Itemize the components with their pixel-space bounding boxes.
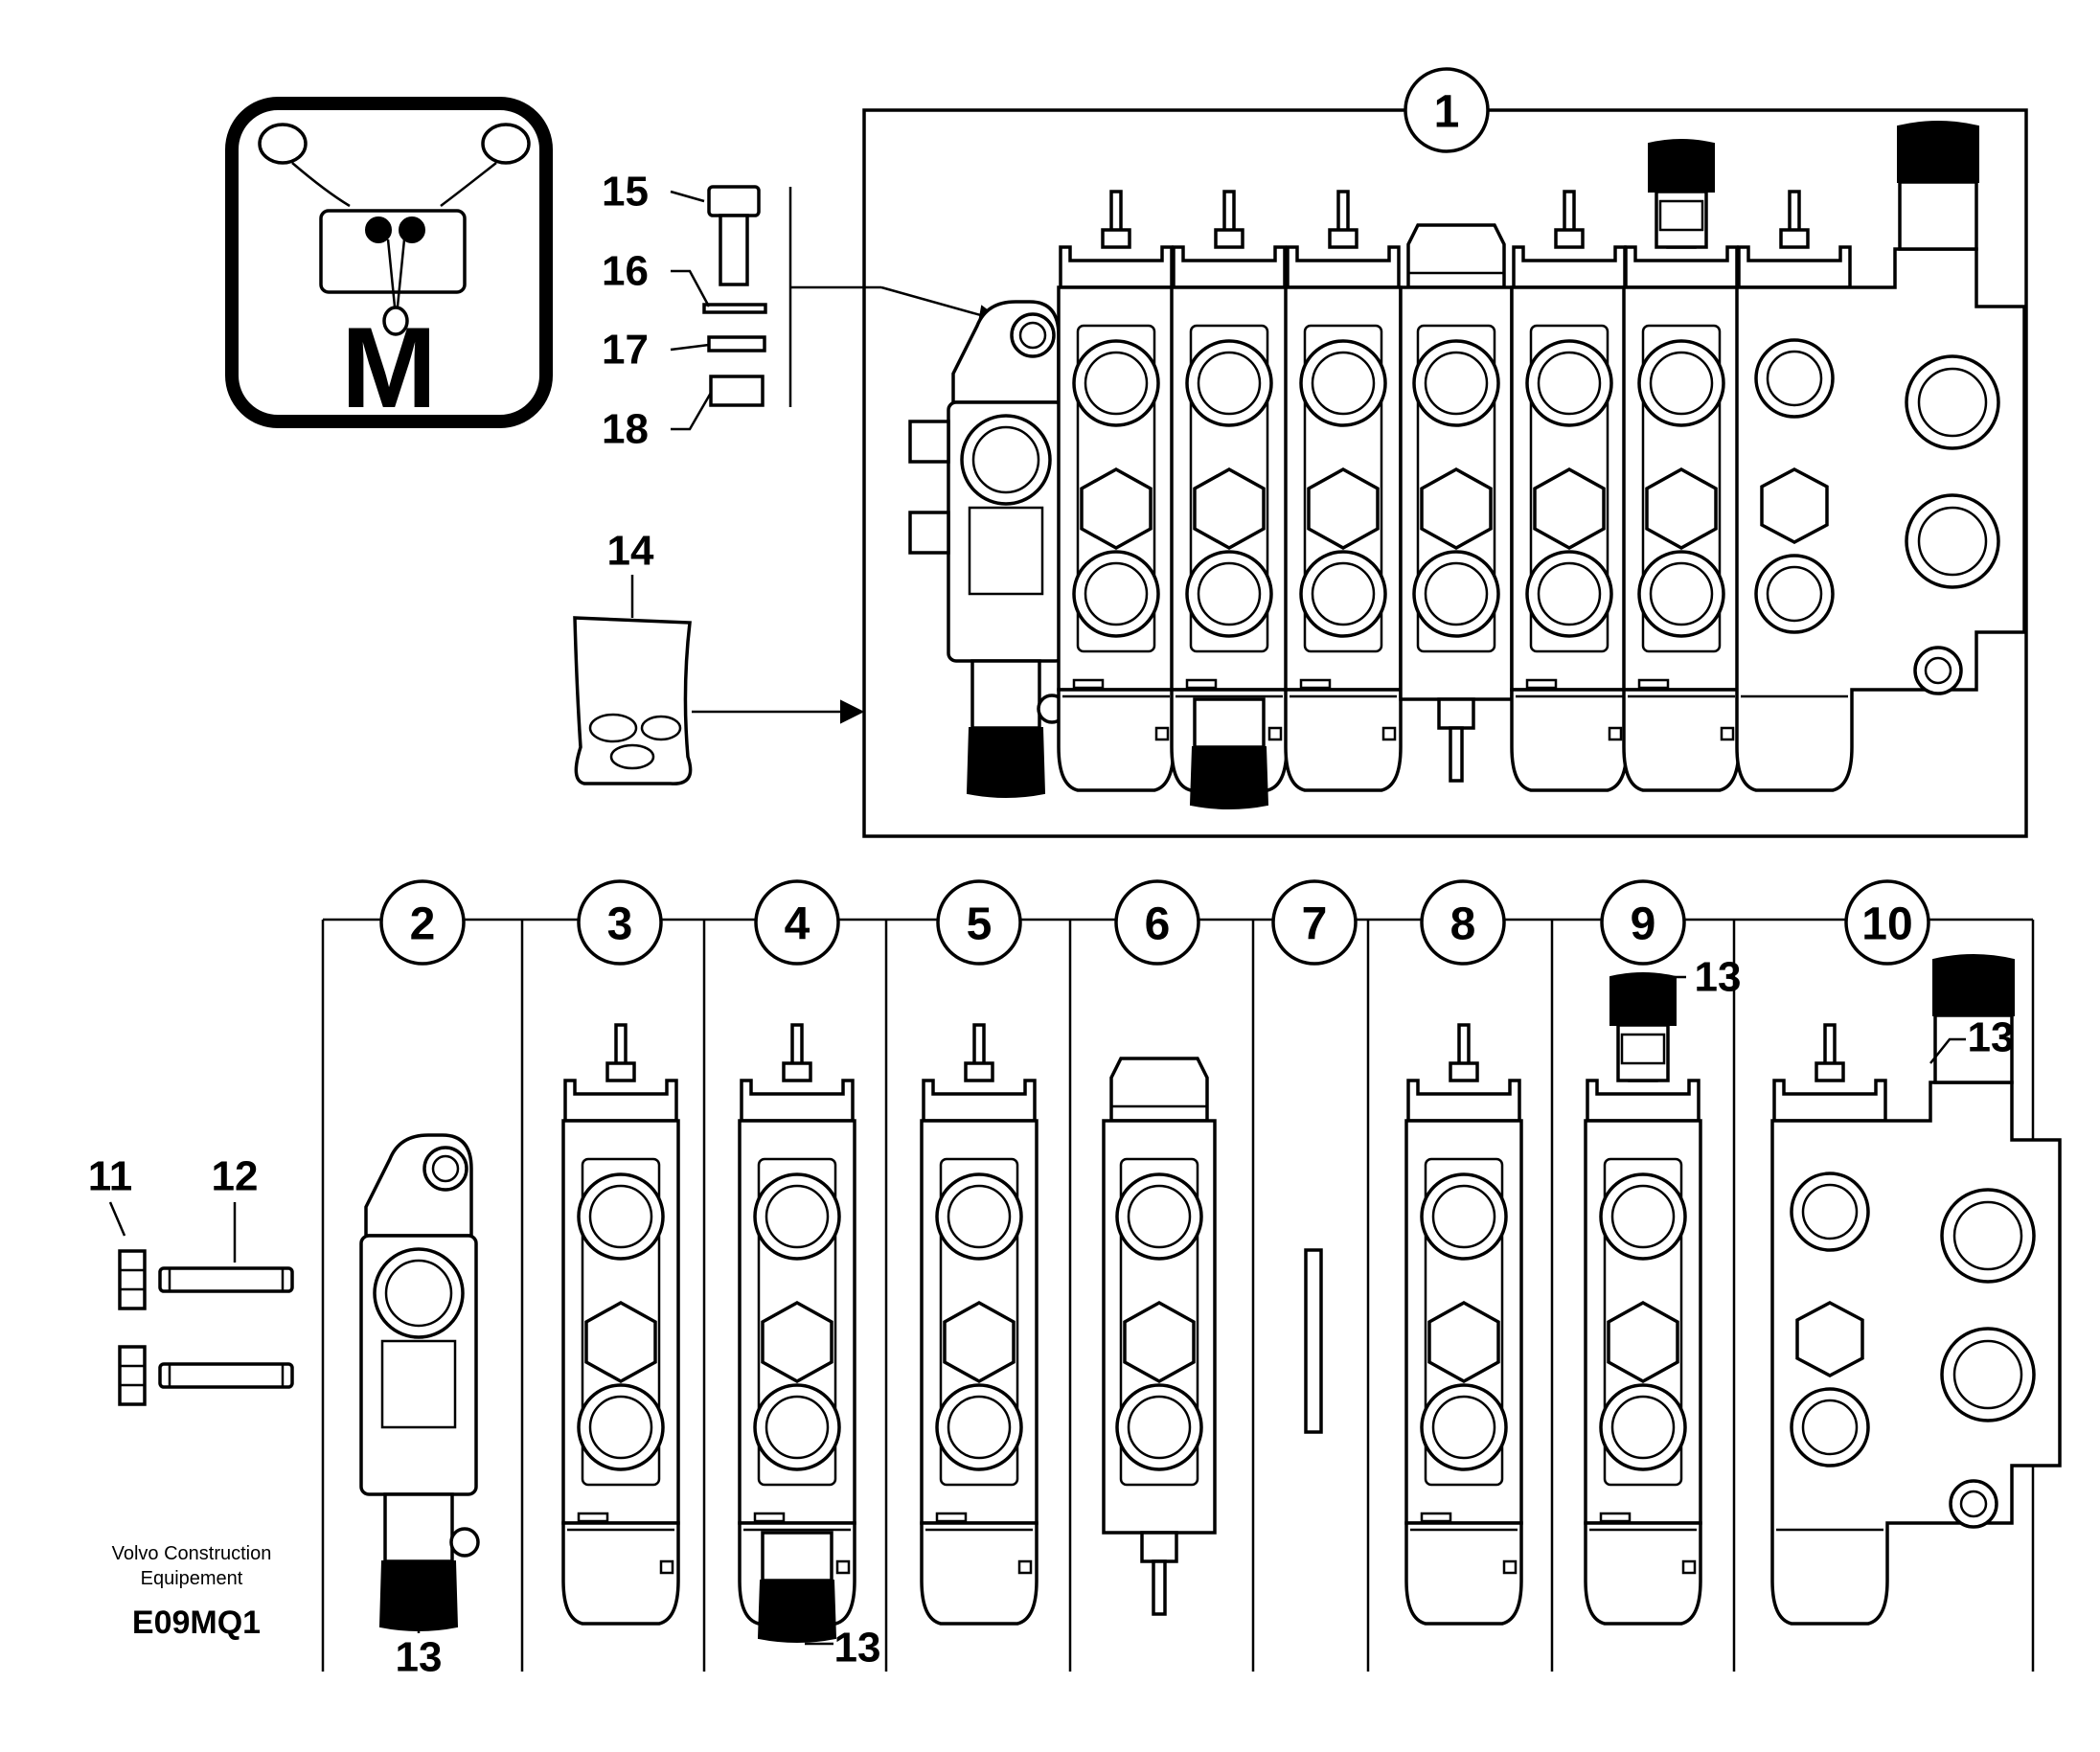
joystick-controls-icon — [258, 123, 531, 336]
callout-label-9: 9 — [1631, 899, 1656, 950]
ref-label-16: 16 — [602, 248, 649, 295]
tie-rod-group: 11 12 — [88, 1153, 294, 1406]
inlet-fittings — [908, 420, 950, 555]
callout-bubble-6 — [1114, 879, 1200, 966]
callout-bubble-1 — [1404, 67, 1490, 153]
section-4-assembled — [1172, 192, 1287, 808]
callout-bubble-2 — [379, 879, 466, 966]
seal-bag-icon — [573, 616, 693, 785]
footer-block: Volvo Construction Equipement E09MQ1 — [112, 1543, 272, 1641]
exploded-sections: 2 3 4 5 6 7 8 9 10 13 13 13 13 — [321, 879, 2062, 1681]
callout-label-4: 4 — [785, 899, 810, 950]
section-5-assembled — [1284, 190, 1403, 792]
brand-line-2: Equipement — [141, 1568, 243, 1589]
callout-bubble-3 — [577, 879, 663, 966]
ref-label-11: 11 — [88, 1153, 133, 1200]
section-8-assembled — [1510, 190, 1629, 792]
callout-label-8: 8 — [1450, 899, 1476, 950]
section-6-assembled — [1399, 223, 1514, 783]
control-pattern-letter: M — [341, 304, 437, 432]
section-10-outlet — [1770, 953, 2062, 1626]
callout-bubble-10 — [1844, 879, 1930, 966]
drawing-code: E09MQ1 — [132, 1604, 261, 1641]
ref-label-13-c: 13 — [1695, 954, 1742, 1001]
section-3-assembled — [1057, 190, 1176, 792]
section-7-gasket — [1304, 1248, 1323, 1434]
ref-label-13-d: 13 — [1968, 1014, 2015, 1061]
seal-kit-group: 14 — [573, 528, 865, 785]
ref-label-12: 12 — [212, 1153, 259, 1200]
section-6-float — [1102, 1057, 1217, 1616]
ref-label-13-a: 13 — [396, 1634, 443, 1681]
section-8-spool — [1404, 1023, 1523, 1626]
ref-label-17: 17 — [602, 327, 649, 374]
control-pattern-symbol: M — [225, 97, 553, 432]
section-10-assembled — [1735, 120, 2026, 792]
tie-nut-lower-icon — [118, 1345, 147, 1406]
section-9-assembled — [1624, 140, 1739, 790]
bolt-icon — [707, 185, 761, 286]
callout-bubble-5 — [936, 879, 1022, 966]
callout-bubble-4 — [754, 879, 840, 966]
inlet-section-assembled — [947, 300, 1067, 799]
lock-washer-icon — [707, 335, 766, 353]
valve-assembly: 1 — [862, 67, 2028, 838]
tie-stud-lower-icon — [158, 1362, 294, 1389]
brand-line-1: Volvo Construction — [112, 1543, 272, 1564]
callout-bubble-9 — [1600, 879, 1686, 966]
callout-label-1: 1 — [1434, 87, 1460, 138]
callout-bubble-7 — [1271, 879, 1358, 966]
section-3-spool — [561, 1023, 680, 1626]
ref-label-18: 18 — [602, 406, 649, 453]
section-5-spool — [920, 1023, 1039, 1626]
callout-label-2: 2 — [410, 899, 436, 950]
ref-label-13-b: 13 — [834, 1625, 881, 1672]
washer-icon — [702, 303, 767, 314]
section-4-spool — [740, 1025, 855, 1642]
callout-label-10: 10 — [1861, 899, 1912, 950]
tie-nut-upper-icon — [118, 1249, 147, 1310]
ref-label-15: 15 — [602, 169, 649, 216]
mounting-hardware-group: 15 16 17 18 — [602, 169, 1004, 453]
callout-label-3: 3 — [607, 899, 633, 950]
callout-bubble-8 — [1420, 879, 1506, 966]
hex-nut-icon — [709, 375, 765, 407]
tie-stud-upper-icon — [158, 1266, 294, 1293]
ref-label-14: 14 — [607, 528, 654, 575]
callout-label-6: 6 — [1145, 899, 1171, 950]
callout-label-5: 5 — [967, 899, 993, 950]
section-9-relief — [1586, 973, 1701, 1624]
section-2-inlet — [359, 1133, 480, 1632]
callout-label-7: 7 — [1302, 899, 1328, 950]
